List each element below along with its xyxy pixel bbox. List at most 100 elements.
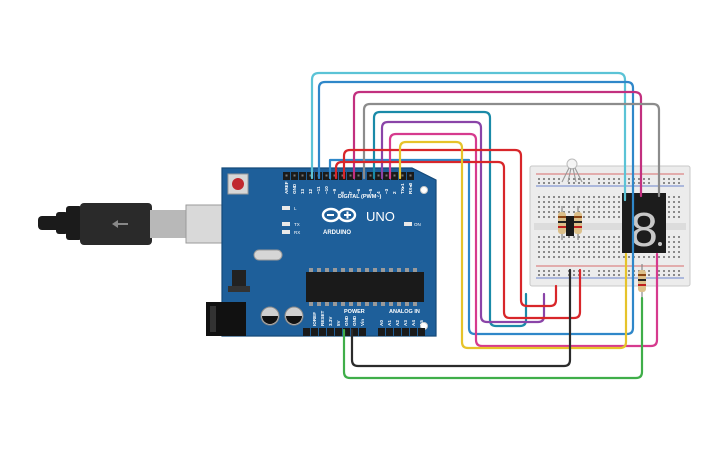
wire-green: [342, 296, 644, 380]
wire-gray: [362, 102, 661, 198]
atmega-chip: [306, 268, 424, 306]
analog-pin[interactable]: [386, 328, 393, 336]
l-led-label: L: [294, 206, 297, 211]
digital-pin-label: GND: [292, 183, 297, 194]
power-pin-label: 5V: [336, 319, 341, 326]
analog-pin-label: A1: [387, 320, 392, 326]
power-pin-label: GND: [344, 315, 349, 326]
power-pin-label: Vin: [360, 319, 365, 326]
pin-socket: [285, 174, 288, 177]
rgb-led-icon[interactable]: [561, 158, 583, 183]
digital-pin-label: AREF: [284, 181, 289, 194]
pin-socket: [301, 174, 304, 177]
wires[interactable]: [310, 71, 661, 380]
analog-pin-label: A4: [411, 320, 416, 326]
digital-pin-label: 4: [376, 191, 381, 194]
digital-pin-label: TX▸1: [400, 183, 405, 194]
digital-pin-label: ~3: [384, 188, 389, 194]
digital-pin-label: ~5: [368, 188, 373, 194]
pin-socket: [385, 174, 388, 177]
power-pin[interactable]: [327, 328, 334, 336]
analog-pin[interactable]: [394, 328, 401, 336]
power-pin[interactable]: [343, 328, 350, 336]
pin-socket: [293, 174, 296, 177]
analog-pin-label: A0: [379, 320, 384, 326]
power-pin[interactable]: [311, 328, 318, 336]
voltage-regulator: [228, 270, 250, 292]
digital-pin-label: 2: [392, 191, 397, 194]
power-pin-header[interactable]: [303, 328, 366, 336]
digital-pin-label: 7: [348, 191, 353, 194]
power-pin[interactable]: [351, 328, 358, 336]
pin-socket: [401, 174, 404, 177]
wire-yellow: [398, 140, 628, 350]
reset-button-icon[interactable]: [227, 173, 249, 195]
analog-pin[interactable]: [410, 328, 417, 336]
arduino-infinity-logo-icon: [321, 207, 357, 223]
board-model-text: UNO: [366, 209, 395, 224]
power-pin-label: IOREF: [312, 312, 317, 326]
wire-blue: [317, 80, 635, 336]
capacitors: [260, 306, 304, 326]
power-pin[interactable]: [303, 328, 310, 336]
analog-header-label: ANALOG IN: [389, 309, 420, 315]
pin-socket: [369, 174, 372, 177]
pin-socket: [309, 174, 312, 177]
analog-pin-header[interactable]: [378, 328, 425, 336]
pin-socket: [341, 174, 344, 177]
digital-pin-label: 8: [340, 191, 345, 194]
analog-pin[interactable]: [418, 328, 425, 336]
analog-pin-label: A3: [403, 320, 408, 326]
seven-segment-display-icon[interactable]: 8: [622, 193, 666, 262]
analog-pin[interactable]: [378, 328, 385, 336]
analog-pin-label: A2: [395, 320, 400, 326]
on-led-label: ON: [414, 222, 421, 227]
wire-red-2: [334, 160, 582, 320]
analog-pin[interactable]: [402, 328, 409, 336]
wire-cyan: [310, 71, 627, 202]
digital-pin-label: ~9: [332, 188, 337, 194]
rx-led-label: RX: [294, 230, 300, 235]
wire-teal: [372, 110, 528, 328]
arduino-brand-text: ARDUINO: [323, 230, 351, 236]
wire-pink: [388, 132, 659, 348]
digital-pin-label: 13: [300, 188, 305, 194]
power-pin[interactable]: [319, 328, 326, 336]
pin-socket: [325, 174, 328, 177]
wire-red: [342, 148, 558, 308]
usb-plug-icon[interactable]: [38, 203, 231, 245]
digital-pin-label: 12: [308, 188, 313, 194]
digital-pin-header[interactable]: [283, 172, 414, 180]
pin-socket: [409, 174, 412, 177]
analog-pin-label: A5: [419, 320, 424, 326]
tx-led-label: TX: [294, 222, 300, 227]
power-header-label: POWER: [344, 309, 365, 315]
wire-purple: [380, 120, 546, 324]
pin-socket: [333, 174, 336, 177]
resistor-icon[interactable]: [558, 206, 582, 240]
pin-socket: [349, 174, 352, 177]
power-pin[interactable]: [359, 328, 366, 336]
display-resistor[interactable]: [638, 264, 646, 298]
digital-pin-label: ~11: [316, 186, 321, 194]
power-pin-label: RESET: [320, 310, 325, 326]
digital-pin-label: ~6: [356, 188, 361, 194]
wire-black: [350, 268, 572, 368]
digital-header-label: DIGITAL (PWM~): [338, 194, 382, 200]
power-jack-icon[interactable]: [206, 302, 246, 336]
power-pin-label: GND: [352, 315, 357, 326]
power-pin[interactable]: [335, 328, 342, 336]
digital-pin-label: ~10: [324, 186, 329, 194]
pin-socket: [393, 174, 396, 177]
pin-socket: [357, 174, 360, 177]
arduino-uno-board[interactable]: ARDUINO UNO ON L TX RX DIGITAL (PWM~) PO…: [206, 167, 437, 337]
wire-magenta: [352, 90, 643, 198]
pin-socket: [377, 174, 380, 177]
power-pin-label: 3.3V: [328, 316, 333, 326]
digital-pin-label: RX◂0: [408, 182, 413, 194]
